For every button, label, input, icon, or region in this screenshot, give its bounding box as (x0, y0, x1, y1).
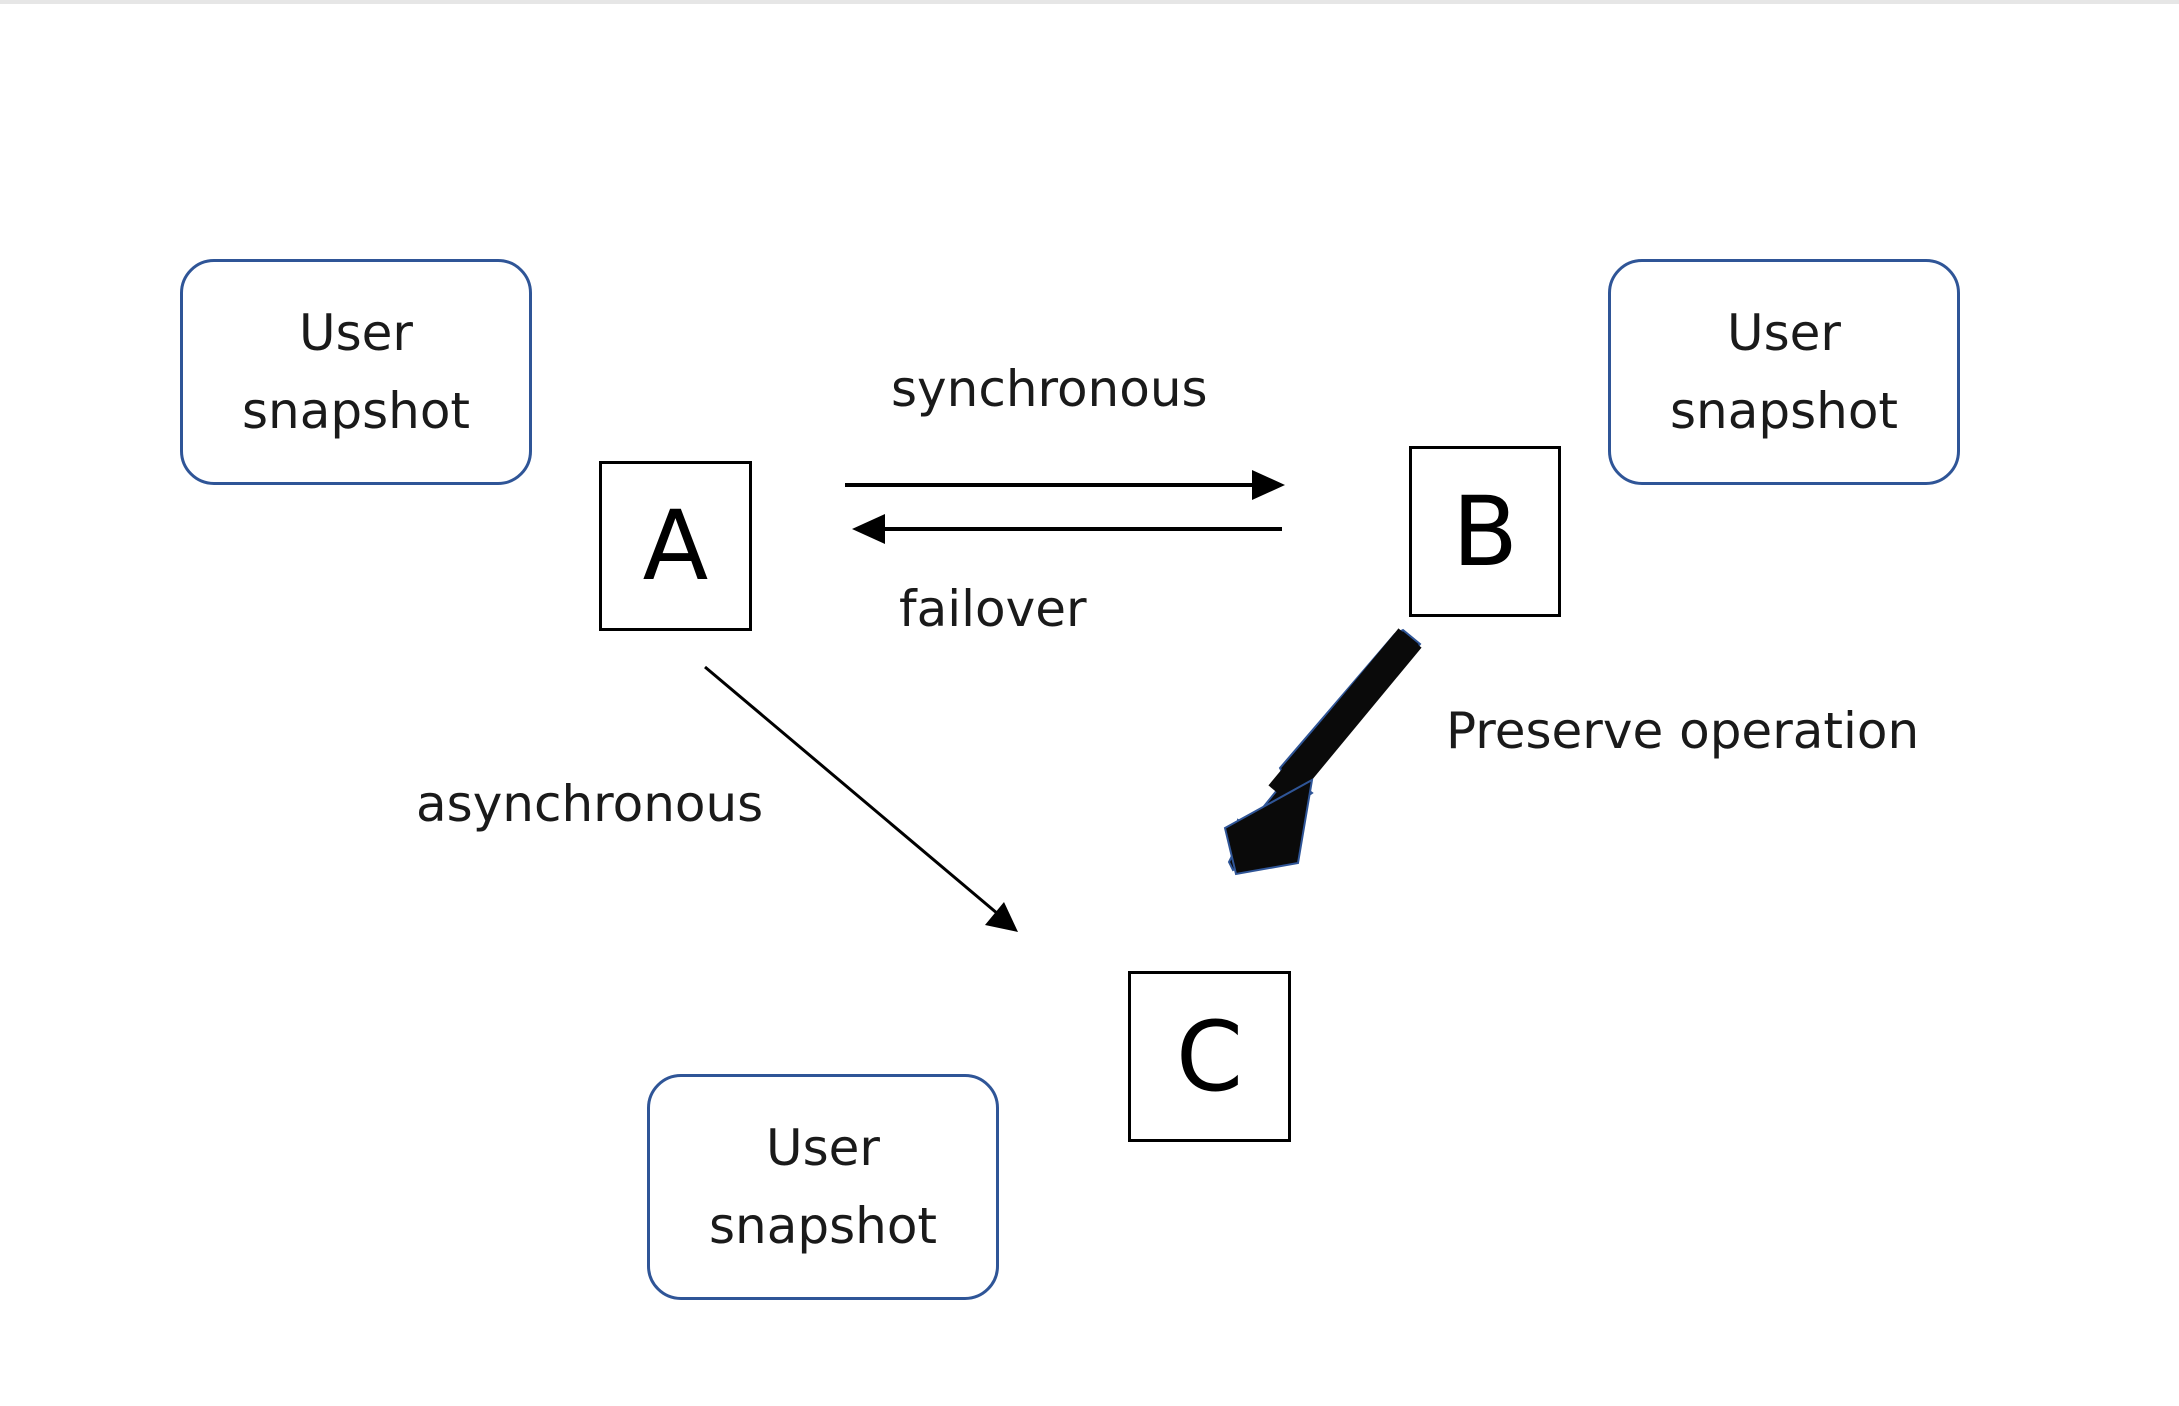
preserve-operation-label: Preserve operation (1446, 702, 1920, 760)
user-snapshot-b: User snapshot (1608, 259, 1960, 485)
user-snapshot-a: User snapshot (180, 259, 532, 485)
snapshot-c-line1: User (766, 1119, 880, 1177)
failover-label: failover (899, 580, 1087, 638)
snapshot-b-line2: snapshot (1669, 382, 1899, 440)
node-b: B (1409, 446, 1561, 617)
user-snapshot-c: User snapshot (647, 1074, 999, 1300)
preserve-operation-arrow (1223, 628, 1422, 876)
node-a: A (599, 461, 752, 631)
snapshot-c-line2: snapshot (708, 1197, 938, 1255)
top-border (0, 0, 2179, 4)
synchronous-label: synchronous (891, 360, 1208, 418)
sync-arrow (845, 470, 1285, 500)
failover-arrow (852, 514, 1282, 544)
node-c: C (1128, 971, 1291, 1142)
snapshot-a-line2: snapshot (241, 382, 471, 440)
asynchronous-label: asynchronous (416, 775, 764, 833)
snapshot-b-line1: User (1727, 304, 1841, 362)
snapshot-a-line1: User (299, 304, 413, 362)
async-arrow (704, 665, 1018, 932)
